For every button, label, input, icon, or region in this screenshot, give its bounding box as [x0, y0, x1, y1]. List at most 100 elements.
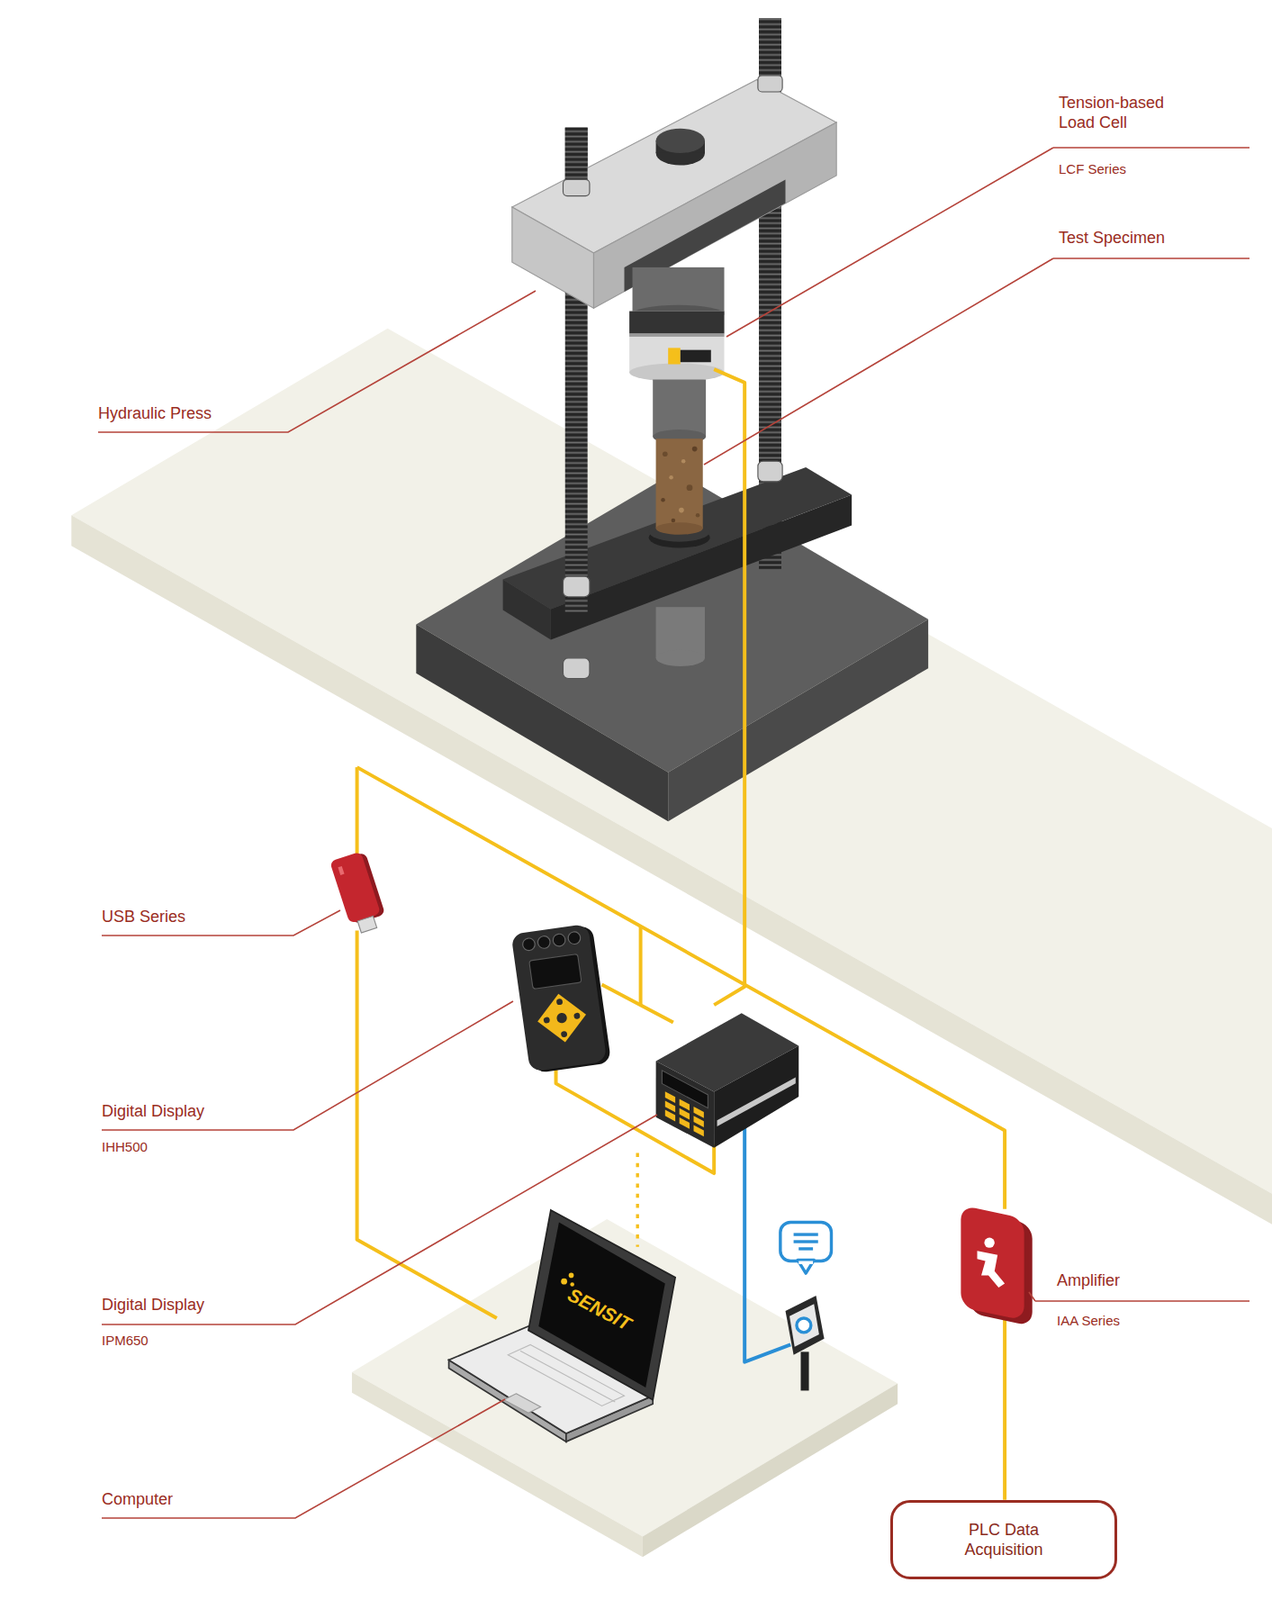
hydraulic-press — [656, 128, 705, 154]
laptop — [538, 1221, 666, 1388]
message-icon — [797, 1259, 814, 1273]
part-label: Hydraulic Press — [98, 404, 212, 424]
leader-line — [1028, 1291, 1250, 1301]
message-icon — [798, 1246, 813, 1250]
series-label: IAA Series — [1056, 1312, 1120, 1329]
power-outlet — [800, 1351, 809, 1390]
hydraulic-press — [681, 459, 686, 464]
part-label: USB Series — [101, 907, 186, 928]
part-label: Computer — [101, 1489, 173, 1510]
handheld-display — [537, 935, 551, 949]
panel-meter — [713, 1045, 799, 1147]
hydraulic-press — [757, 460, 783, 482]
power-outlet — [789, 1303, 820, 1347]
power-outlet — [785, 1295, 825, 1390]
model-label: IPM650 — [101, 1332, 149, 1349]
usb-module — [357, 915, 377, 933]
amplifier-module — [983, 1236, 994, 1247]
handheld-display — [522, 937, 536, 951]
hydraulic-press — [629, 362, 724, 381]
leader-line — [703, 258, 1250, 465]
floor-band — [71, 328, 1272, 1225]
data-acquisition-box: PLC Data Acquisition — [890, 1499, 1118, 1579]
part-label: Digital Display — [101, 1295, 205, 1316]
usb-module — [329, 849, 388, 936]
amplifier-module — [960, 1204, 1032, 1327]
signal-cable — [357, 929, 497, 1318]
message-icon — [780, 1221, 832, 1273]
part-label: Digital Display — [101, 1101, 205, 1122]
handheld-display — [567, 930, 581, 945]
hydraulic-press — [415, 18, 929, 821]
usb-module — [329, 851, 381, 924]
laptop — [560, 1278, 568, 1285]
handheld-display — [511, 922, 613, 1074]
hydraulic-press — [656, 522, 704, 535]
handheld-display — [542, 1016, 551, 1024]
message-icon — [780, 1221, 832, 1261]
laptop — [504, 1393, 542, 1414]
hydraulic-press — [629, 311, 724, 373]
hydraulic-press — [757, 75, 783, 92]
part-label: Tension-based Load Cell — [1058, 93, 1194, 133]
handheld-display — [533, 990, 589, 1046]
floor-band — [71, 328, 1272, 1194]
hydraulic-press — [562, 576, 589, 597]
handheld-display — [511, 923, 608, 1073]
panel-meter — [694, 1106, 704, 1119]
panel-meter — [665, 1100, 676, 1112]
hydraulic-press — [656, 649, 705, 667]
hydraulic-press — [695, 513, 701, 518]
hydraulic-press — [562, 179, 589, 196]
hydraulic-press — [686, 484, 694, 491]
hydraulic-press — [667, 347, 681, 364]
handheld-display — [529, 954, 582, 990]
signal-cable — [602, 983, 674, 1022]
hydraulic-press — [512, 207, 595, 308]
laptop — [449, 1209, 677, 1442]
signal-cable — [639, 926, 643, 1005]
signal-cable — [357, 766, 1006, 1209]
panel-meter — [679, 1108, 690, 1120]
leader-line — [726, 147, 1250, 337]
node-label: PLC Data Acquisition — [940, 1519, 1067, 1561]
hydraulic-press — [629, 311, 724, 334]
message-icon — [793, 1239, 819, 1243]
signal-cable — [1002, 1316, 1007, 1500]
wireless-link — [636, 1152, 640, 1246]
hydraulic-press — [671, 518, 677, 524]
hydraulic-press — [692, 446, 698, 452]
hydraulic-press — [662, 451, 668, 457]
leader-line — [101, 1398, 506, 1518]
handheld-display — [556, 1011, 569, 1024]
hydraulic-press — [652, 379, 706, 437]
handheld-display — [560, 1030, 569, 1038]
message-icon — [798, 1261, 813, 1264]
hydraulic-press — [660, 497, 666, 503]
floor-band — [71, 514, 1272, 1225]
panel-meter — [694, 1124, 704, 1137]
panel-meter — [661, 1070, 708, 1139]
panel-meter — [656, 1060, 715, 1147]
panel-meter — [694, 1115, 704, 1128]
usb-module — [337, 866, 344, 876]
panel-meter — [665, 1109, 676, 1122]
leader-line — [98, 290, 536, 433]
message-icon — [793, 1232, 819, 1236]
hydraulic-press — [667, 619, 929, 821]
power-outlet — [785, 1295, 825, 1355]
handheld-display — [551, 932, 566, 947]
signal-cable — [713, 369, 745, 1005]
part-label: Amplifier — [1056, 1271, 1120, 1291]
illustration — [71, 18, 1272, 1557]
power-outlet — [796, 1317, 812, 1333]
panel-meter — [679, 1117, 690, 1129]
leader-line — [101, 1001, 514, 1130]
hydraulic-press — [562, 658, 589, 679]
hydraulic-press — [668, 475, 674, 480]
leader-line — [98, 147, 1250, 1518]
laptop — [528, 1209, 676, 1400]
hydraulic-press — [680, 350, 712, 363]
hydraulic-press — [503, 579, 551, 641]
laptop — [568, 1272, 575, 1279]
